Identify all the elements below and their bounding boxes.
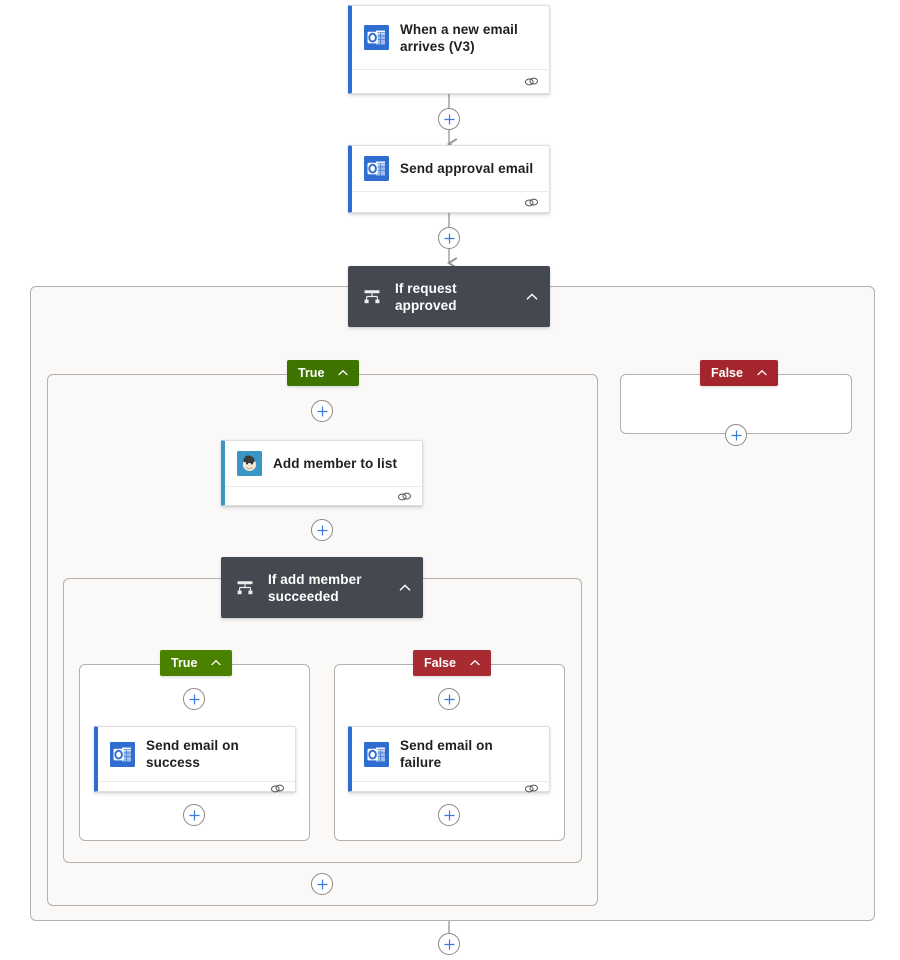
add-member-card-body: Add member to list — [225, 441, 422, 486]
add-step-true-branch-top[interactable] — [311, 400, 333, 422]
add-step-inner-false-top[interactable] — [438, 688, 460, 710]
chevron-up-icon[interactable] — [336, 366, 350, 380]
send-approval-card-footer — [352, 191, 549, 212]
trigger-card-footer — [352, 69, 549, 93]
action-card-add-member-to-list[interactable]: Add member to list — [221, 440, 423, 506]
condition-inner-title: If add member succeeded — [268, 571, 362, 604]
branch-badge-true-outer-label: True — [298, 366, 325, 380]
plus-icon — [188, 693, 200, 705]
add-member-card-footer — [225, 486, 422, 505]
plus-icon — [188, 809, 200, 821]
plus-icon — [443, 113, 455, 125]
add-step-inner-true-top[interactable] — [183, 688, 205, 710]
plus-icon — [443, 693, 455, 705]
add-step-false-branch[interactable] — [725, 424, 747, 446]
send-failure-card-title: Send email on failure — [400, 738, 493, 770]
action-card-send-email-on-success[interactable]: Send email on success — [94, 726, 296, 795]
branch-badge-false-outer-label: False — [711, 366, 743, 380]
branch-badge-false-inner[interactable]: False — [413, 650, 491, 676]
add-step-after-condition[interactable] — [438, 933, 460, 955]
send-success-card-title: Send email on success — [146, 738, 239, 770]
chevron-up-icon[interactable] — [468, 656, 482, 670]
send-approval-card-body: Send approval email — [352, 146, 549, 191]
condition-outer-title: If request approved — [395, 280, 457, 313]
add-step-inner-true-bottom[interactable] — [183, 804, 205, 826]
plus-icon — [443, 938, 455, 950]
outlook-icon — [364, 156, 389, 181]
branch-badge-true-outer[interactable]: True — [287, 360, 360, 386]
action-card-send-email-on-failure[interactable]: Send email on failure — [348, 726, 550, 795]
outlook-icon — [364, 741, 389, 767]
trigger-card-body: When a new email arrives (V3) — [352, 6, 549, 69]
send-failure-card-footer — [352, 781, 549, 795]
branch-badge-false-inner-label: False — [424, 656, 456, 670]
add-step-true-branch-bottom[interactable] — [311, 873, 333, 895]
outlook-icon — [364, 25, 389, 50]
chevron-up-icon[interactable] — [397, 580, 413, 596]
branch-badge-true-inner[interactable]: True — [160, 650, 233, 676]
send-success-card-body: Send email on success — [98, 727, 295, 781]
add-member-card-title: Add member to list — [273, 456, 398, 471]
plus-icon — [316, 878, 328, 890]
plus-icon — [443, 232, 455, 244]
connection-icon[interactable] — [270, 782, 285, 795]
add-step-after-add-member[interactable] — [311, 519, 333, 541]
branch-badge-true-inner-label: True — [171, 656, 198, 670]
chevron-up-icon[interactable] — [755, 366, 769, 380]
add-step-after-trigger[interactable] — [438, 108, 460, 130]
condition-branch-icon — [237, 580, 253, 594]
action-card-trigger[interactable]: When a new email arrives (V3) — [348, 5, 550, 94]
send-approval-card-title: Send approval email — [400, 161, 534, 176]
trigger-card-title: When a new email arrives (V3) — [400, 21, 518, 54]
plus-icon — [730, 429, 742, 441]
add-step-after-send-approval[interactable] — [438, 227, 460, 249]
chevron-up-icon[interactable] — [524, 289, 540, 305]
add-step-inner-false-bottom[interactable] — [438, 804, 460, 826]
connection-icon[interactable] — [524, 782, 539, 795]
send-failure-card-body: Send email on failure — [352, 727, 549, 781]
connection-icon[interactable] — [397, 490, 412, 503]
plus-icon — [443, 809, 455, 821]
send-success-card-footer — [98, 781, 295, 795]
condition-card-if-add-member-succeeded[interactable]: If add member succeeded — [221, 557, 423, 618]
connection-icon[interactable] — [524, 196, 539, 209]
condition-card-if-request-approved[interactable]: If request approved — [348, 266, 550, 327]
connection-icon[interactable] — [524, 75, 539, 88]
outlook-icon — [110, 741, 135, 767]
mailchimp-icon — [237, 451, 262, 476]
condition-branch-icon — [364, 289, 380, 303]
plus-icon — [316, 524, 328, 536]
action-card-send-approval-email[interactable]: Send approval email — [348, 145, 550, 213]
plus-icon — [316, 405, 328, 417]
chevron-up-icon[interactable] — [209, 656, 223, 670]
branch-badge-false-outer[interactable]: False — [700, 360, 778, 386]
